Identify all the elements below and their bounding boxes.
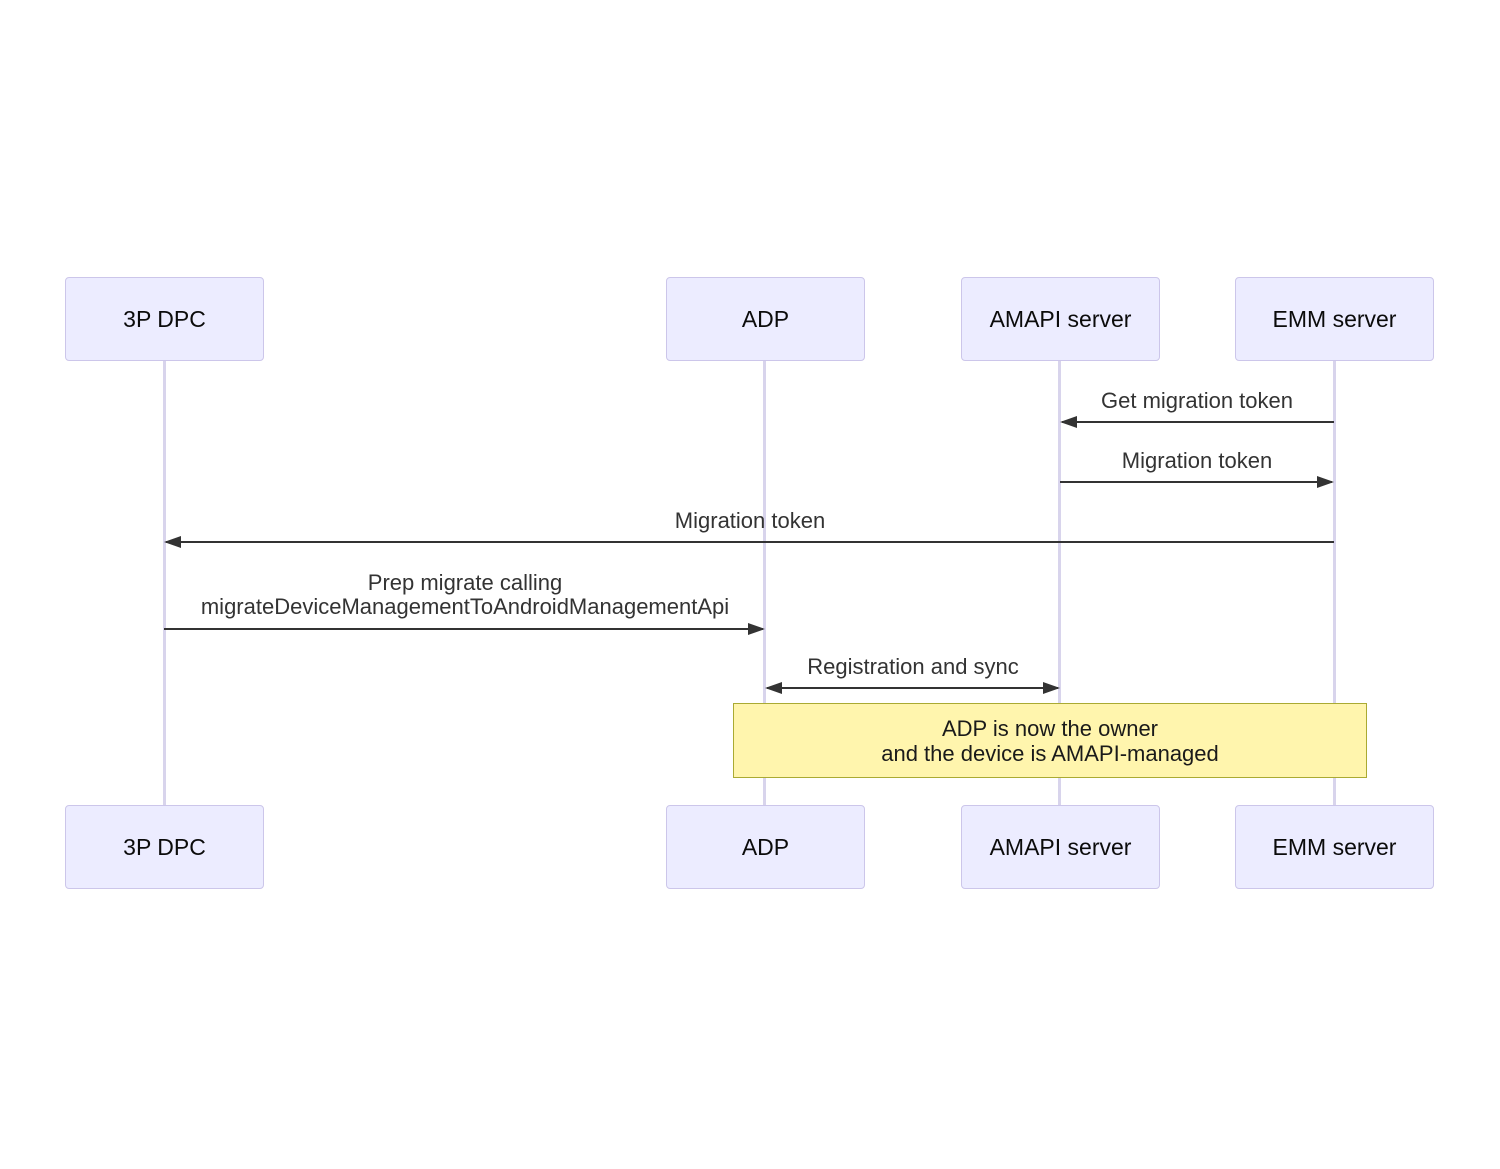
lifeline-emm-server — [1333, 361, 1336, 805]
message-arrow-line — [1060, 481, 1332, 483]
actor-label: AMAPI server — [989, 305, 1132, 332]
actor-label: 3P DPC — [123, 833, 206, 860]
message-arrow-line — [164, 628, 763, 630]
message-label-line-1: Prep migrate calling — [367, 570, 563, 595]
actor-box-bottom-amapi-server: AMAPI server — [961, 805, 1160, 889]
lifeline-amapi-server — [1058, 361, 1061, 805]
message-arrow-line — [1062, 421, 1334, 423]
message-arrow-line — [767, 687, 1058, 689]
message-label: Migration token — [1121, 448, 1273, 473]
note-line-2: and the device is AMAPI-managed — [881, 740, 1219, 766]
actor-box-bottom-emm-server: EMM server — [1235, 805, 1434, 889]
note-adp-owner: ADP is now the owner and the device is A… — [733, 703, 1367, 778]
message-label: Prep migrate calling migrateDeviceManage… — [201, 571, 729, 619]
message-label: Registration and sync — [807, 654, 1019, 679]
actor-label: ADP — [741, 833, 790, 860]
arrowhead-left — [765, 682, 782, 694]
actor-label: ADP — [741, 305, 790, 332]
actor-box-top-amapi-server: AMAPI server — [961, 277, 1160, 361]
actor-box-top-3p-dpc: 3P DPC — [65, 277, 264, 361]
arrowhead-right — [1317, 476, 1334, 488]
actor-box-bottom-adp: ADP — [666, 805, 865, 889]
message-label: Get migration token — [1101, 388, 1293, 413]
message-arrow-line — [166, 541, 1334, 543]
arrowhead-right — [1043, 682, 1060, 694]
message-label: Migration token — [674, 508, 826, 533]
actor-label: EMM server — [1272, 833, 1397, 860]
actor-box-bottom-3p-dpc: 3P DPC — [65, 805, 264, 889]
note-line-1: ADP is now the owner — [941, 715, 1159, 741]
arrowhead-right — [748, 623, 765, 635]
arrowhead-left — [164, 536, 181, 548]
message-label-line-2: migrateDeviceManagementToAndroidManageme… — [200, 594, 730, 619]
actor-box-top-emm-server: EMM server — [1235, 277, 1434, 361]
arrowhead-left — [1060, 416, 1077, 428]
actor-label: AMAPI server — [989, 833, 1132, 860]
actor-label: EMM server — [1272, 305, 1397, 332]
lifeline-adp — [763, 361, 766, 805]
lifeline-3p-dpc — [163, 361, 166, 805]
actor-box-top-adp: ADP — [666, 277, 865, 361]
actor-label: 3P DPC — [123, 305, 206, 332]
